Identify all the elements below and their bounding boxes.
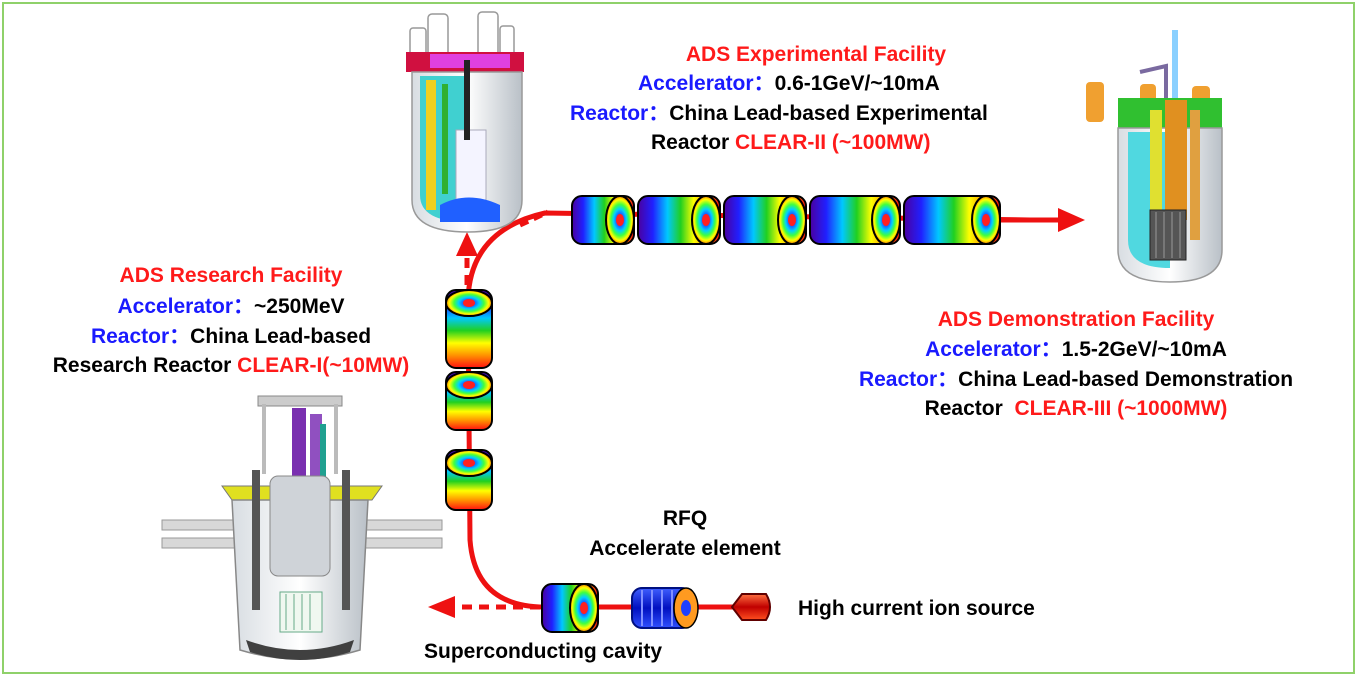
experimental-reactor-label: Reactor：	[570, 102, 670, 125]
demonstration-accelerator-line: Accelerator：1.5-2GeV/~10mA	[818, 335, 1334, 364]
cavity-v3	[445, 449, 493, 511]
demonstration-reactor-line2: Reactor CLEAR-III (~1000MW)	[818, 394, 1334, 423]
demonstration-accelerator-value: 1.5-2GeV/~10mA	[1061, 338, 1227, 361]
demonstration-reactor-name: CLEAR-III (~1000MW)	[1014, 397, 1228, 420]
research-reactor-label: Reactor：	[90, 325, 191, 348]
demonstration-reactor-value-1: China Lead-based Demonstration	[958, 368, 1294, 391]
research-reactor-line1: Reactor：China Lead-based	[20, 322, 442, 351]
research-reactor-name: CLEAR-I(~10MW)	[237, 354, 410, 377]
demonstration-reactor-line1: Reactor：China Lead-based Demonstration	[818, 365, 1334, 394]
demonstration-accelerator-label: Accelerator：	[925, 338, 1062, 361]
cavity-h5	[903, 195, 1001, 245]
rfq-label: RFQ	[662, 507, 708, 530]
research-reactor-line2: Research Reactor CLEAR-I(~10MW)	[20, 351, 442, 380]
experimental-reactor-illustration	[406, 11, 524, 233]
research-accelerator-line: Accelerator：~250MeV	[20, 292, 442, 321]
research-reactor-prefix: Research Reactor	[52, 354, 232, 377]
research-title: ADS Research Facility	[119, 264, 343, 287]
cavity-column-vertical	[445, 289, 493, 511]
ion-source-element	[730, 593, 771, 621]
superconducting-cavity-element	[541, 583, 599, 633]
experimental-reactor-value-1: China Lead-based Experimental	[669, 102, 988, 125]
experimental-reactor-line2: Reactor CLEAR-II (~100MW)	[651, 128, 930, 157]
experimental-accelerator-label: Accelerator：	[638, 72, 775, 95]
experimental-reactor-prefix: Reactor	[651, 131, 730, 154]
demonstration-reactor-label: Reactor：	[858, 368, 959, 391]
cavity-row-horizontal	[571, 195, 1001, 245]
cavity-v2	[445, 371, 493, 431]
superconducting-cavity-label: Superconducting cavity	[424, 640, 663, 663]
cavity-h3	[723, 195, 807, 245]
demonstration-reactor-illustration	[1086, 30, 1223, 283]
cavity-h1	[571, 195, 635, 245]
cavity-h4	[809, 195, 901, 245]
ion-source-label: High current ion source	[798, 597, 1035, 620]
experimental-accelerator-value: 0.6-1GeV/~10mA	[774, 72, 940, 95]
demonstration-reactor-prefix: Reactor	[924, 397, 1003, 420]
dashed-arrow-up-head	[456, 232, 478, 256]
dashed-arrow-left-head	[428, 596, 455, 618]
rfq-sublabel: Accelerate element	[589, 537, 781, 560]
experimental-title: ADS Experimental Facility	[685, 43, 947, 66]
dashed-diagonal	[518, 209, 550, 228]
experimental-reactor-line1: Reactor：China Lead-based Experimental	[570, 99, 988, 128]
rfq-element	[631, 587, 699, 629]
research-reactor-value-1: China Lead-based	[190, 325, 372, 348]
arrow-head-demonstration	[1058, 208, 1085, 232]
experimental-reactor-name: CLEAR-II (~100MW)	[735, 131, 931, 154]
cavity-v1	[445, 289, 493, 369]
demonstration-title: ADS Demonstration Facility	[937, 308, 1215, 331]
cavity-h2	[637, 195, 721, 245]
research-accelerator-label: Accelerator：	[117, 295, 255, 318]
experimental-accelerator-line: Accelerator：0.6-1GeV/~10mA	[638, 69, 940, 98]
research-accelerator-value: ~250MeV	[254, 295, 345, 318]
research-reactor-illustration	[161, 395, 443, 660]
